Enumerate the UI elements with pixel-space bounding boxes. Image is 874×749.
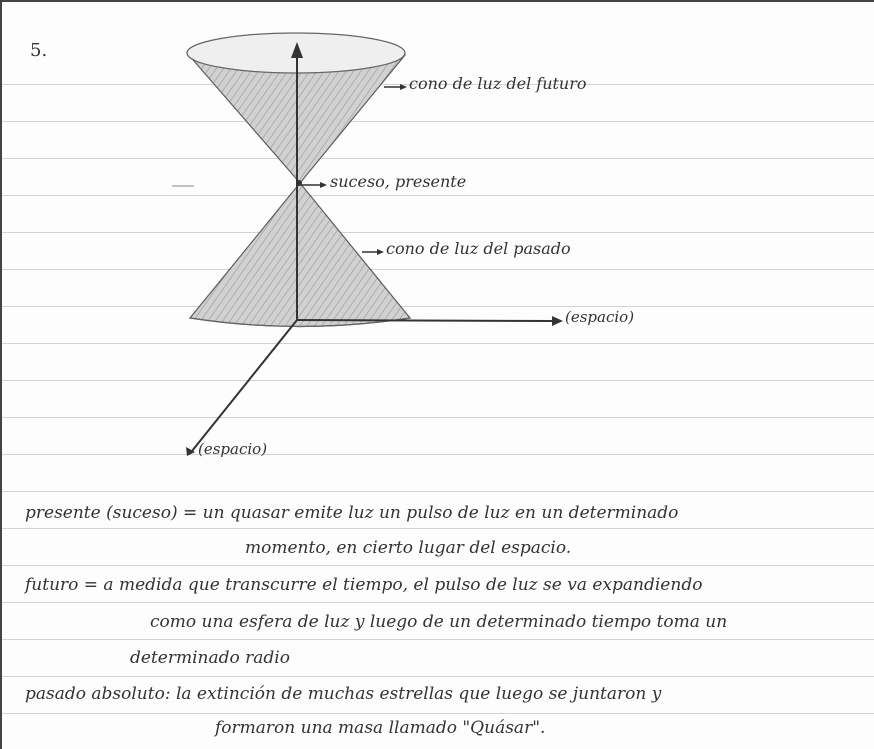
past-cone-pointer-head — [377, 249, 384, 255]
space-axis-diagonal-arrowhead — [186, 447, 195, 456]
ruled-line — [2, 232, 874, 233]
ruled-line — [2, 84, 874, 85]
event-pointer-head — [320, 182, 327, 188]
ruled-line — [2, 491, 874, 492]
space-axis-horizontal-arrowhead — [552, 316, 563, 326]
future-cone-label: cono de luz del futuro — [409, 74, 587, 93]
ruled-line — [2, 380, 874, 381]
note-line-future-cont2: determinado radio — [130, 648, 290, 668]
ruled-line — [2, 602, 874, 603]
note-line-present-cont: momento, en cierto lugar del espacio. — [245, 538, 572, 558]
ruled-line — [2, 417, 874, 418]
ruled-line — [2, 343, 874, 344]
note-line-past-cont: formaron una masa llamado "Quásar". — [215, 718, 546, 738]
ruled-line — [2, 454, 874, 455]
ruled-line — [2, 158, 874, 159]
note-line-present: presente (suceso) = un quasar emite luz … — [25, 503, 679, 523]
ruled-line — [2, 565, 874, 566]
past-cone-label: cono de luz del pasado — [386, 239, 571, 258]
ruled-line — [2, 195, 874, 196]
note-line-future: futuro = a medida que transcurre el tiem… — [25, 575, 703, 595]
space-axis-horizontal-label: (espacio) — [565, 308, 635, 326]
event-label: suceso, presente — [330, 172, 467, 191]
ruled-line — [2, 676, 874, 677]
past-cone-rim — [189, 317, 411, 328]
problem-number: 5. — [30, 40, 48, 61]
ruled-line — [2, 713, 874, 714]
time-axis-arrowhead — [291, 42, 303, 58]
space-axis-diagonal-label: (espacio) — [198, 440, 268, 458]
ruled-line — [2, 306, 874, 307]
ruled-line — [2, 528, 874, 529]
space-axis-horizontal — [296, 319, 556, 322]
space-axis-diagonal — [191, 319, 298, 452]
note-line-past: pasado absoluto: la extinción de muchas … — [25, 684, 662, 704]
ruled-line — [2, 269, 874, 270]
ruled-line — [2, 639, 874, 640]
note-line-future-cont: como una esfera de luz y luego de un det… — [150, 612, 728, 632]
future-cone-pointer-head — [400, 84, 407, 90]
ruled-line — [2, 121, 874, 122]
